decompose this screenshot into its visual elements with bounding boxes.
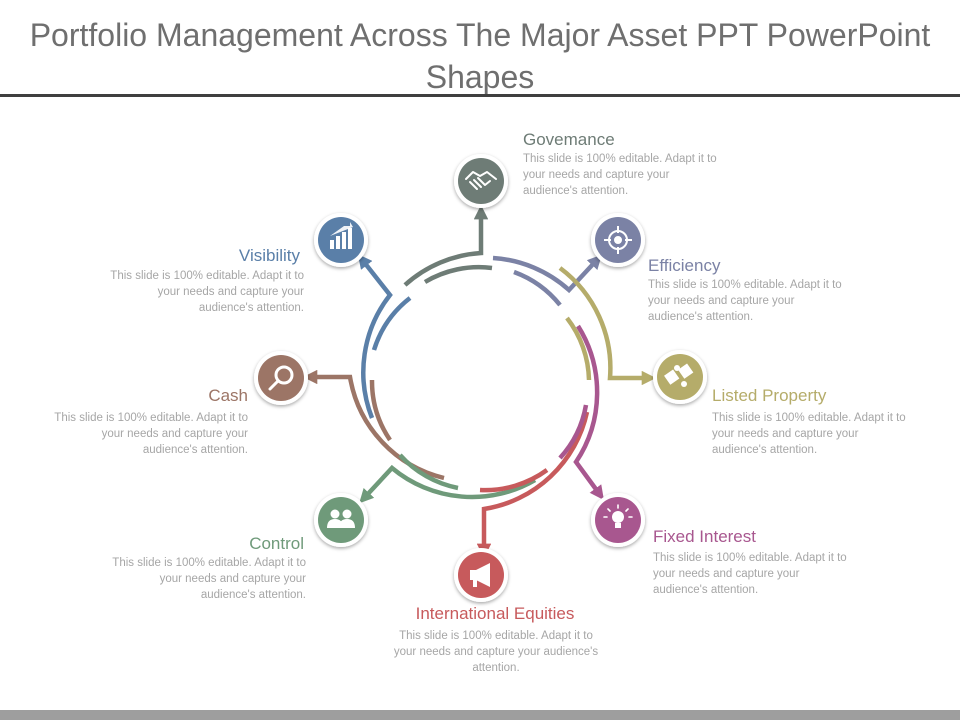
bar-chart-icon: [330, 222, 353, 249]
efficiency-inner-ring: [513, 269, 562, 307]
fixed-interest-title: Fixed Interest: [653, 527, 756, 546]
visibility-arrow: [357, 254, 393, 419]
lightbulb-icon: [603, 504, 633, 528]
fixed-interest-node: [591, 493, 645, 547]
megaphone-icon: [470, 563, 490, 587]
cash-inner-ring: [369, 379, 392, 442]
control-title: Control: [249, 534, 304, 553]
international-equities-arrow: [476, 411, 590, 559]
visibility-title: Visibility: [238, 246, 300, 265]
visibility-node: [314, 213, 368, 267]
listed-property-description: This slide is 100% editable. Adapt it to…: [712, 412, 906, 456]
control-description: This slide is 100% editable. Adapt it to…: [112, 557, 306, 601]
international-equities-description: This slide is 100% editable. Adapt it to…: [393, 630, 599, 674]
footer-bar: [0, 710, 960, 720]
cash-title: Cash: [208, 386, 248, 405]
fixed-interest-inner-ring: [558, 404, 589, 460]
governance-title: Govemance: [523, 130, 615, 149]
handshake-icon: [465, 171, 497, 190]
governance-node: [454, 154, 508, 208]
governance-description: This slide is 100% editable. Adapt it to…: [523, 153, 717, 197]
listed-property-inner-ring: [565, 316, 592, 381]
cash-arrow: [302, 369, 445, 481]
control-inner-ring: [398, 453, 459, 491]
international-equities-node: [454, 548, 508, 602]
puzzle-icon: [664, 363, 694, 387]
listed-property-title: Listed Property: [712, 386, 827, 405]
governance-arrow: [403, 204, 489, 287]
fixed-interest-description: This slide is 100% editable. Adapt it to…: [653, 552, 847, 596]
listed-property-arrow: [558, 266, 657, 386]
magnifier-icon: [268, 365, 294, 391]
fixed-interest-arrow: [573, 324, 604, 501]
users-icon: [327, 509, 355, 528]
control-arrow: [359, 464, 537, 504]
international-equities-title: International Equities: [415, 604, 575, 623]
target-icon: [604, 226, 632, 254]
international-equities-inner-ring: [479, 468, 549, 493]
title-divider: [0, 94, 960, 97]
listed-property-node: [653, 350, 707, 404]
cash-node: [254, 351, 308, 405]
efficiency-title: Efficiency: [648, 256, 721, 275]
efficiency-node: [591, 213, 645, 267]
efficiency-arrow: [492, 254, 602, 294]
visibility-description: This slide is 100% editable. Adapt it to…: [110, 270, 304, 314]
slide-title: Portfolio Management Across The Major As…: [29, 17, 931, 95]
control-node: [314, 493, 368, 547]
cash-description: This slide is 100% editable. Adapt it to…: [54, 412, 248, 456]
governance-inner-ring: [423, 264, 493, 284]
visibility-inner-ring: [371, 296, 412, 351]
efficiency-description: This slide is 100% editable. Adapt it to…: [648, 279, 842, 323]
